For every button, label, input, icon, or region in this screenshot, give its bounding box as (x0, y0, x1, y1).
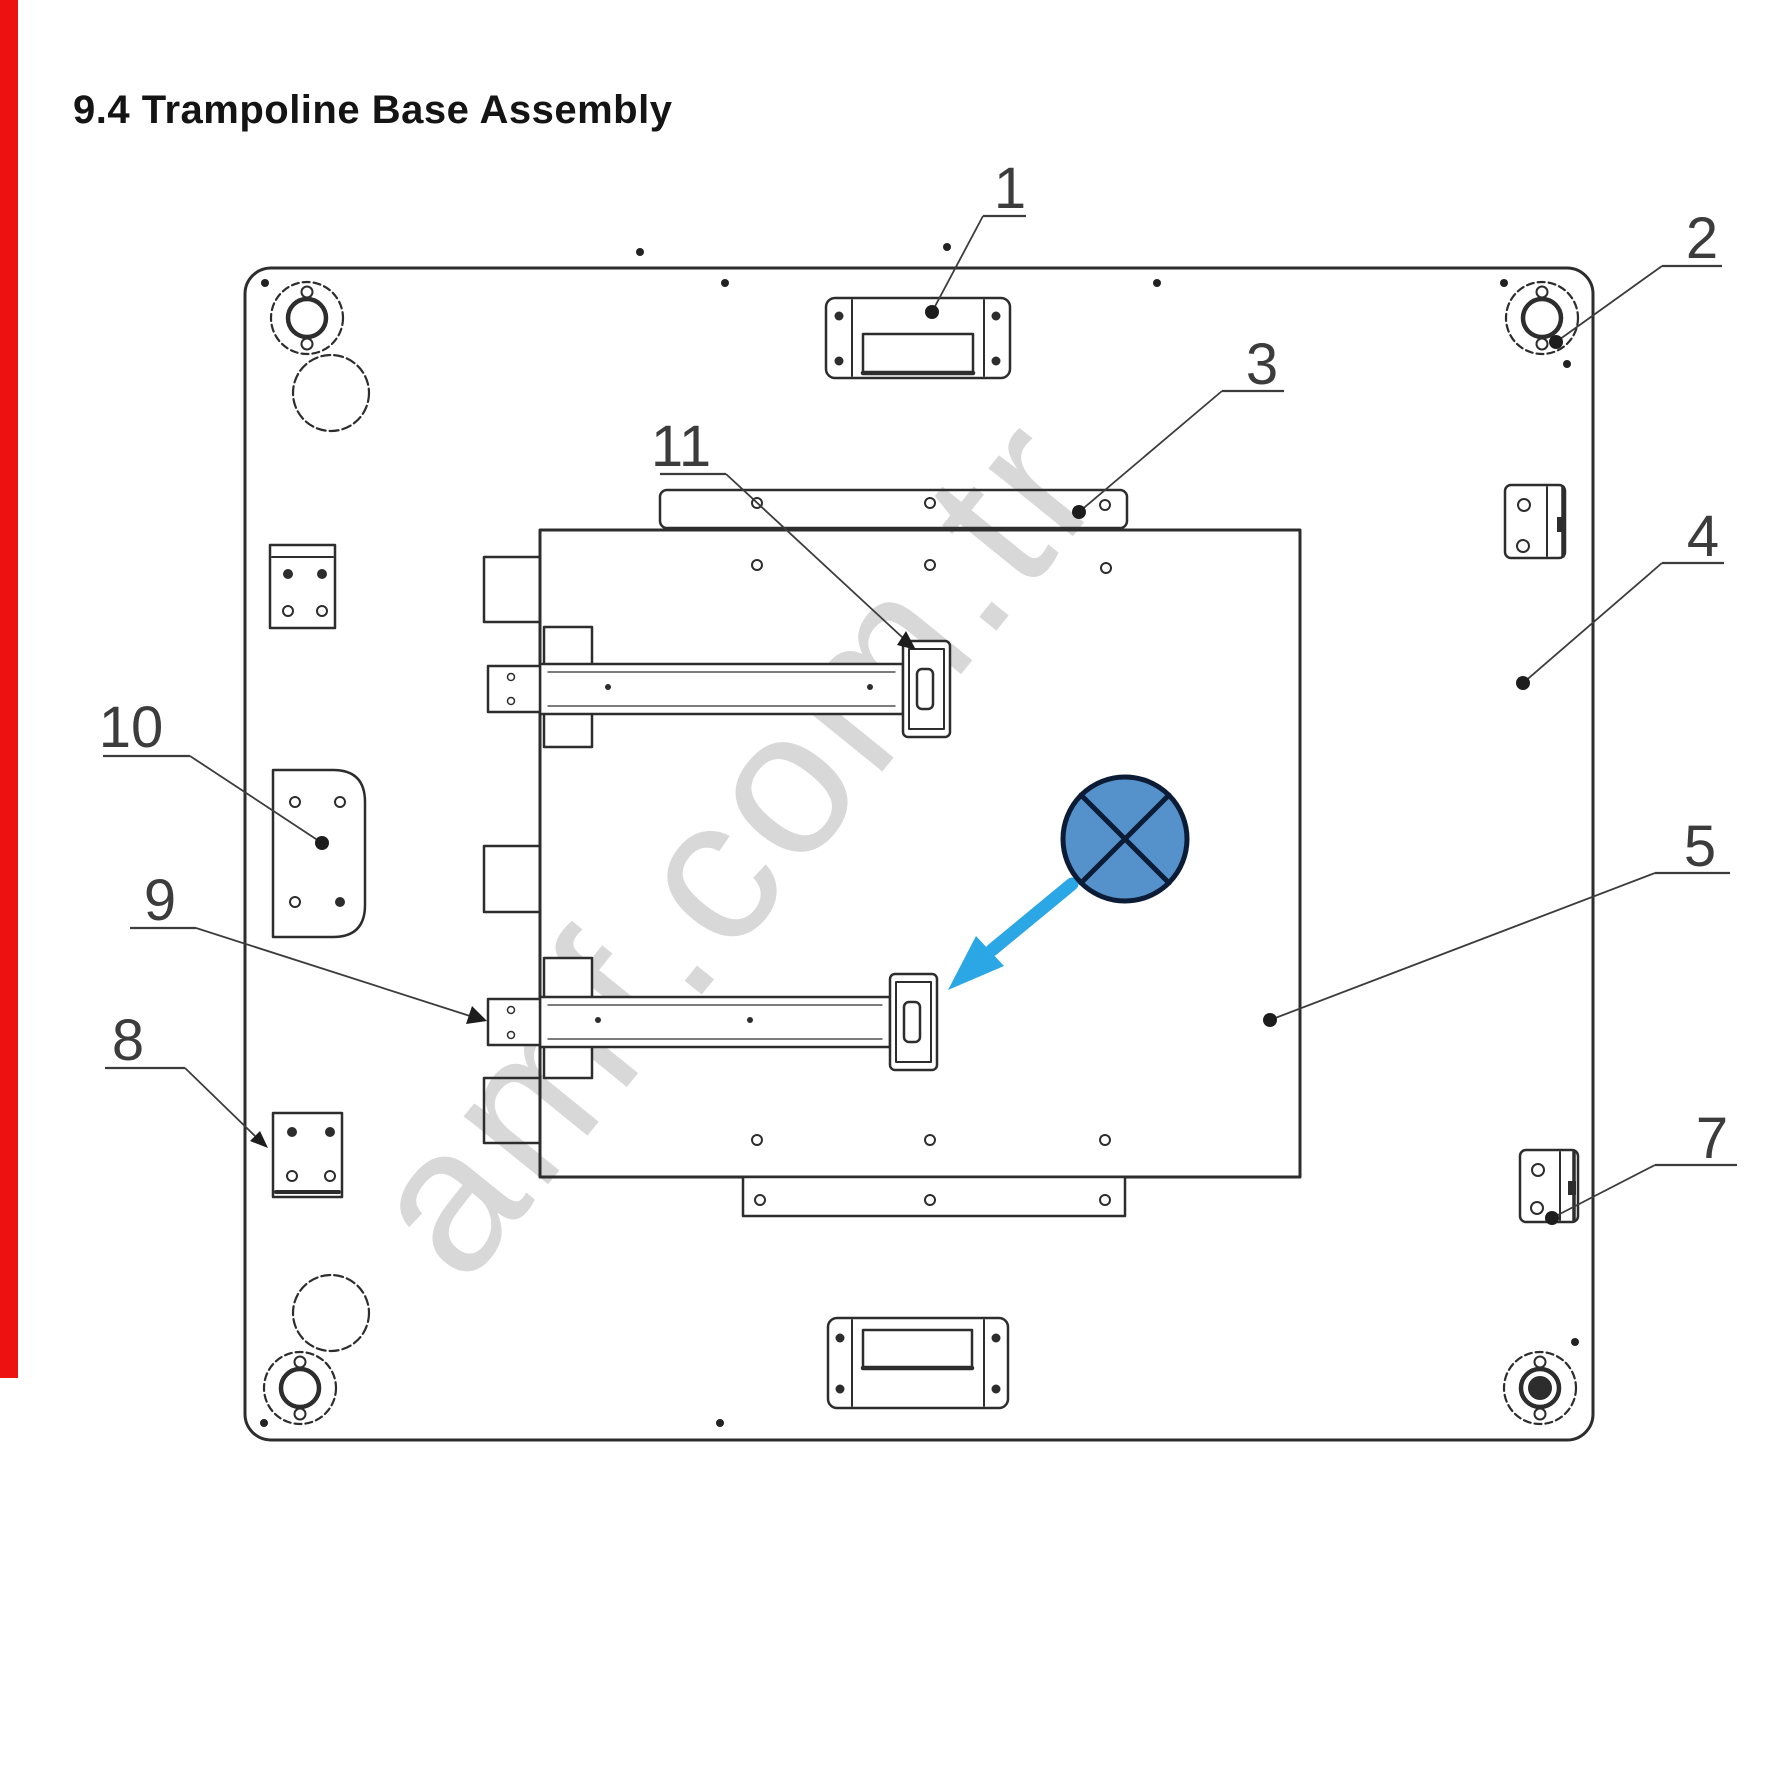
selection-marker (948, 774, 1190, 990)
selection-arrow-shaft (985, 877, 1079, 957)
bracket-top-left (268, 543, 337, 630)
svg-text:4: 4 (1687, 504, 1719, 569)
corner-flange-bottom-right (1502, 1350, 1578, 1426)
callout-7: 7 (1545, 1106, 1737, 1225)
svg-text:1: 1 (994, 156, 1026, 221)
callouts: 1 2 3 4 (99, 156, 1737, 1225)
svg-text:11: 11 (651, 414, 711, 479)
part-3-bar (658, 488, 1129, 530)
svg-text:9: 9 (144, 868, 176, 933)
bottom-clamp (826, 1316, 1010, 1410)
callout-8: 8 (105, 1008, 268, 1148)
selection-arrow-head (948, 936, 1004, 990)
callout-4: 4 (1516, 504, 1724, 690)
right-clip-bracket-upper (1503, 483, 1567, 560)
part-1-clamp-top (824, 296, 1012, 380)
callout-9: 9 (130, 868, 487, 1024)
callout-3: 3 (1072, 332, 1284, 519)
page-title: 9.4 Trampoline Base Assembly (73, 88, 673, 132)
alignment-circle-top-left (291, 353, 371, 433)
watermark-text: amf.com.tr (320, 373, 1145, 1316)
part-10-plate (271, 768, 367, 939)
part-11-arm-upper (486, 639, 952, 739)
base-plate-dots (260, 243, 1579, 1427)
svg-text:10: 10 (99, 695, 164, 760)
corner-flange-bottom-left (262, 1350, 338, 1426)
svg-text:3: 3 (1246, 332, 1278, 397)
base-plate-outline (243, 266, 1595, 1442)
callout-11: 11 (651, 414, 916, 650)
part-8-bracket (271, 1111, 344, 1199)
callout-10: 10 (99, 695, 329, 850)
inner-plate-edge-steps (482, 555, 542, 1145)
callout-2: 2 (1549, 206, 1722, 349)
callout-5: 5 (1263, 814, 1730, 1027)
bottom-tab-bar (741, 1175, 1127, 1218)
callout-1: 1 (925, 156, 1026, 319)
corner-flange-top-right (1504, 280, 1580, 356)
part-9-arm-lower (486, 972, 939, 1072)
svg-text:5: 5 (1684, 814, 1716, 879)
svg-text:8: 8 (112, 1008, 144, 1073)
svg-text:7: 7 (1696, 1106, 1728, 1171)
corner-flange-top-left (269, 280, 345, 356)
left-red-bar (0, 0, 18, 1378)
svg-text:2: 2 (1686, 206, 1718, 271)
part-7-bracket (1518, 1148, 1580, 1224)
alignment-circle-bottom-left (291, 1273, 371, 1353)
